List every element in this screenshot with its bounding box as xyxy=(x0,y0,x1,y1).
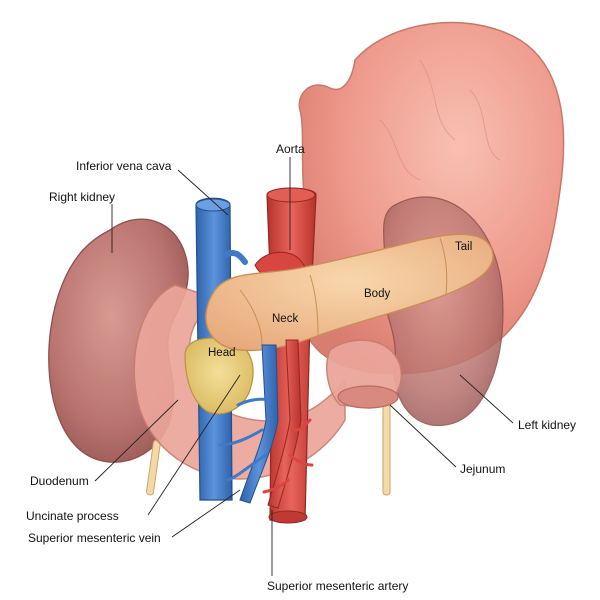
label-superior-mesenteric-vein: Superior mesenteric vein xyxy=(28,531,161,545)
label-jejunum: Jejunum xyxy=(460,462,506,476)
superior-mesenteric-vein xyxy=(239,344,279,504)
uncinate-process xyxy=(184,337,254,415)
label-left-kidney: Left kidney xyxy=(518,418,577,432)
label-duodenum: Duodenum xyxy=(30,474,89,488)
jejunum-support-right xyxy=(382,394,391,496)
label-inferior-vena-cava: Inferior vena cava xyxy=(76,159,172,173)
label-right-kidney: Right kidney xyxy=(49,190,116,204)
label-body: Body xyxy=(364,288,391,300)
label-superior-mesenteric-artery: Superior mesenteric artery xyxy=(267,579,409,593)
leader-lines xyxy=(94,157,514,576)
label-aorta: Aorta xyxy=(276,142,305,156)
label-uncinate-process: Uncinate process xyxy=(26,509,119,523)
label-tail: Tail xyxy=(455,241,473,253)
superior-mesenteric-artery xyxy=(267,339,302,509)
pancreas xyxy=(205,233,494,352)
label-head: Head xyxy=(208,347,236,359)
label-neck: Neck xyxy=(272,313,299,325)
